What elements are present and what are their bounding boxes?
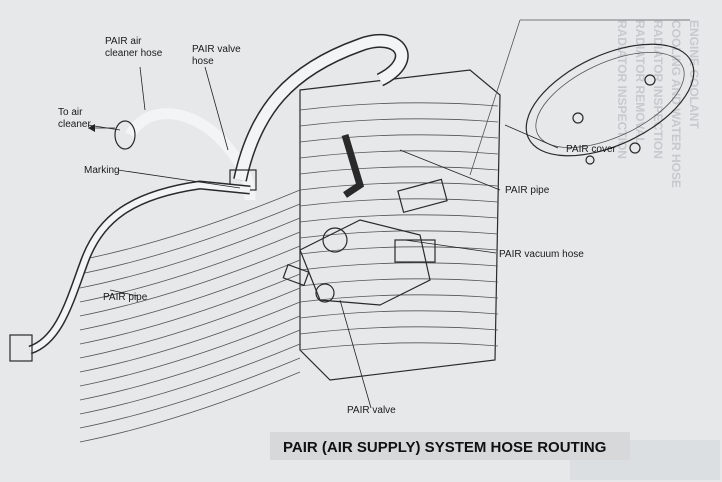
- cylinder-fin: [299, 134, 499, 143]
- rear-cylinder-fin: [79, 231, 301, 303]
- svg-text:COOLING AND WATER HOSE: COOLING AND WATER HOSE: [669, 20, 683, 188]
- rear-cylinder-fin: [79, 259, 301, 331]
- label-pair-cover: PAIR cover: [566, 144, 616, 155]
- rear-cylinder-fin: [79, 371, 301, 443]
- rear-cylinder-fin: [79, 343, 301, 415]
- rear-cylinder-fin: [79, 245, 301, 317]
- air-flow-arrow: [88, 124, 115, 132]
- cylinder-fin: [299, 214, 499, 223]
- label-pair-valve: PAIR valve: [347, 405, 396, 416]
- cylinder-fin: [299, 102, 499, 111]
- rear-cylinder-fins: [79, 189, 301, 443]
- label-pair-vacuum-hose: PAIR vacuum hose: [499, 249, 584, 260]
- cylinder-fin: [299, 262, 499, 271]
- cylinder-fin: [299, 310, 499, 319]
- cylinder-fin: [299, 342, 499, 351]
- svg-text:RADIATOR INSPECTION: RADIATOR INSPECTION: [615, 20, 629, 159]
- cylinder-fin: [299, 182, 499, 191]
- label-pair-pipe-left: PAIR pipe: [103, 292, 148, 303]
- rear-cylinder-fin: [79, 357, 301, 429]
- label-pair-valve-hose: PAIR valve hose: [192, 44, 244, 67]
- cylinder-fin: [299, 118, 499, 127]
- pair-pipe-left: [9, 180, 251, 362]
- cylinder-fin: [299, 246, 499, 255]
- label-pair-pipe-right: PAIR pipe: [505, 185, 550, 196]
- cylinder-fin: [299, 166, 499, 175]
- rear-cylinder-fin: [79, 217, 301, 289]
- rear-cylinder-fin: [79, 189, 301, 261]
- rear-cylinder-fin: [79, 273, 301, 345]
- leader-lines: [87, 66, 559, 409]
- rear-cylinder-fin: [79, 301, 301, 373]
- cylinder-fin: [299, 150, 499, 159]
- rear-cylinder-fin: [79, 329, 301, 401]
- svg-text:RADIATOR REMOVAL: RADIATOR REMOVAL: [633, 20, 647, 145]
- label-marking: Marking: [84, 165, 120, 176]
- svg-text:RADIATOR INSPECTION: RADIATOR INSPECTION: [651, 20, 665, 159]
- rear-cylinder-fin: [79, 315, 301, 387]
- cylinder-fin: [299, 326, 499, 335]
- label-to-air-cleaner: To air cleaner: [58, 107, 91, 130]
- rear-cylinder-fin: [79, 203, 301, 275]
- rear-cylinder-fin: [79, 287, 301, 359]
- diagram-title: PAIR (AIR SUPPLY) SYSTEM HOSE ROUTING: [283, 439, 606, 456]
- title-block: PAIR (AIR SUPPLY) SYSTEM HOSE ROUTING: [270, 432, 630, 460]
- pair-cover: [469, 19, 695, 176]
- pair-valve-assembly: [282, 219, 436, 306]
- cylinder-fin: [299, 278, 499, 287]
- diagram-labels: PAIR air cleaner hose PAIR valve hose To…: [58, 36, 616, 416]
- pair-pipe-right: [341, 133, 448, 214]
- label-pair-air-cleaner-hose: PAIR air cleaner hose: [105, 36, 163, 59]
